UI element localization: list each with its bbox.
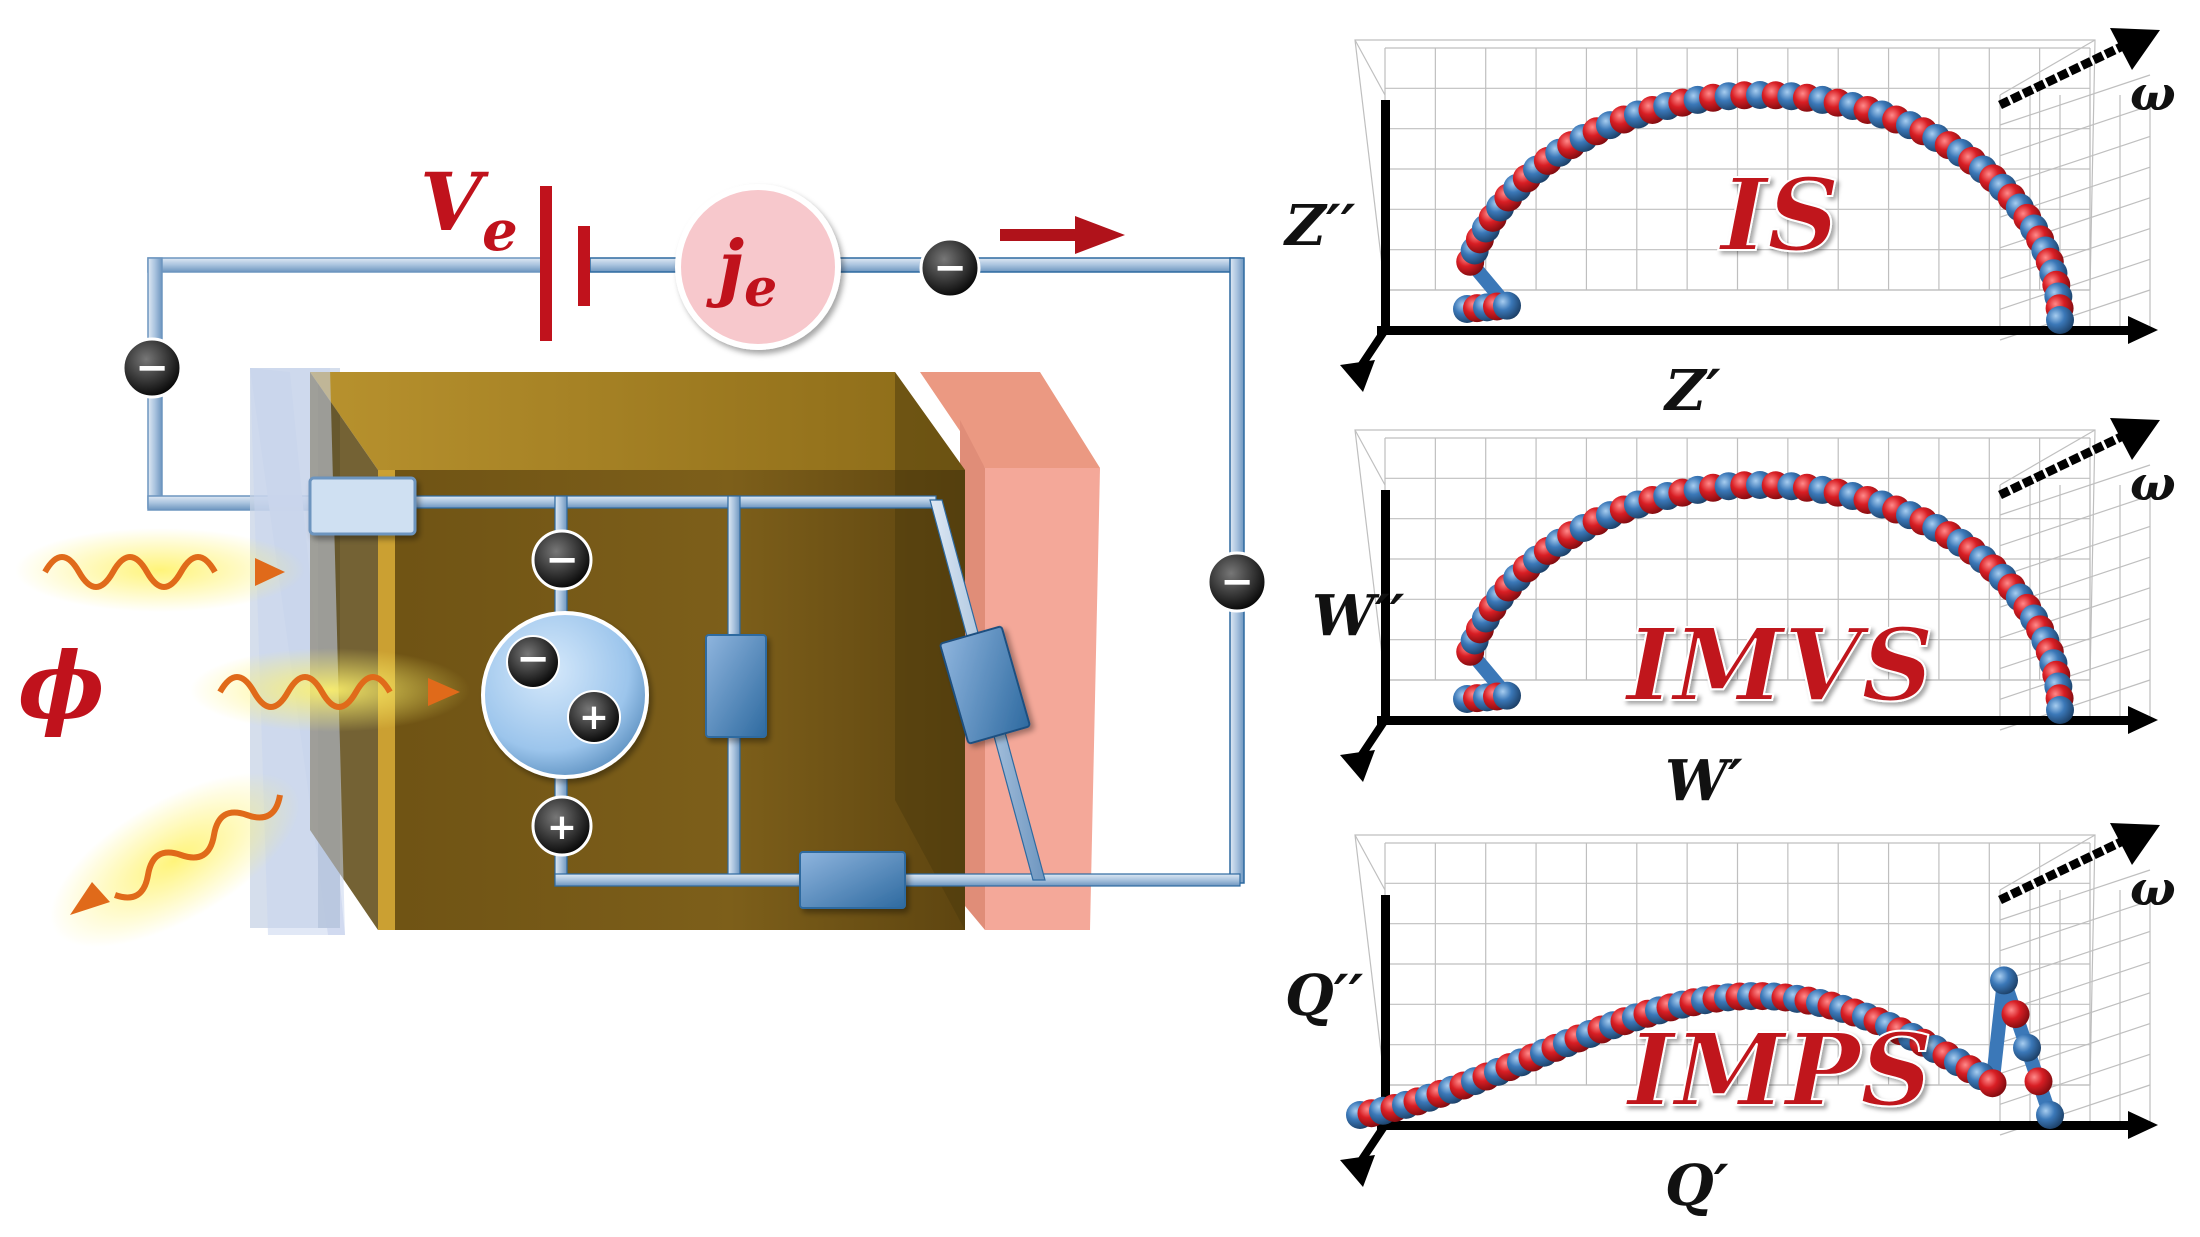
frequency-label: ω	[2130, 66, 2176, 122]
spectrum-curve	[1453, 81, 2074, 334]
spectrum-curve	[1453, 471, 2074, 724]
current-meter: je	[675, 184, 841, 350]
panel-axes	[1340, 28, 2160, 392]
panel-grid	[1354, 39, 2151, 341]
incident-light-middle	[190, 648, 470, 732]
spectrum-point	[2046, 696, 2074, 724]
svg-text:−: −	[1220, 559, 1254, 605]
hole-sign: +	[579, 697, 609, 738]
svg-text:−: −	[933, 245, 967, 291]
spectrum-point	[1493, 681, 1521, 710]
x-axis-label: Q′	[1665, 1153, 1729, 1219]
svg-text:−: −	[135, 345, 169, 391]
emitted-light	[50, 772, 300, 948]
series-element-bottom	[799, 851, 906, 909]
back-contact	[920, 372, 1100, 930]
panel-is: Z′′ Z′ ωIS	[1283, 28, 2176, 424]
frequency-label: ω	[2130, 456, 2176, 512]
svg-text:+: +	[547, 807, 577, 848]
spectrum-point	[2046, 306, 2074, 334]
panel-title: IMPS	[1625, 1011, 1933, 1129]
electron-marker-top: −	[919, 237, 981, 299]
spectrum-point	[1493, 291, 1521, 320]
electron-marker-inner: −	[531, 529, 593, 591]
shunt-element	[705, 634, 767, 738]
back-contact-element	[939, 625, 1031, 745]
electron-marker-left: −	[121, 337, 183, 399]
y-axis-label: W′′	[1312, 583, 1405, 649]
spectrum-point	[1990, 966, 2018, 995]
spectrum-curve	[1346, 966, 2064, 1129]
svg-text:−: −	[545, 537, 579, 583]
light-flux-label: ϕ	[18, 632, 105, 740]
frequency-label: ω	[2130, 861, 2176, 917]
spectrum-point	[2013, 1033, 2041, 1062]
solar-cell-device: − + − − − − + Ve	[15, 155, 1268, 948]
spectrum-point	[2036, 1101, 2064, 1129]
x-axis-label: W′	[1665, 748, 1743, 814]
series-resistor-front	[308, 476, 417, 536]
spectrum-point	[2024, 1067, 2053, 1096]
current-direction-arrow	[1000, 216, 1125, 254]
electron-marker-right: −	[1206, 551, 1268, 613]
panel-title: IS	[1718, 156, 1840, 274]
panel-axes	[1340, 418, 2160, 782]
y-axis-label: Z′′	[1283, 193, 1356, 259]
electron-sign: −	[516, 636, 550, 682]
panel-title: IMVS	[1623, 606, 1933, 724]
voltage-label: Ve	[420, 155, 518, 264]
incident-light-top	[15, 528, 305, 612]
battery-symbol	[540, 186, 590, 341]
y-axis-label: Q′′	[1285, 963, 1364, 1029]
hole-marker-inner: +	[531, 795, 593, 857]
absorber-layer	[310, 372, 965, 930]
x-axis-label: Z′	[1663, 358, 1721, 424]
panel-axes	[1340, 823, 2160, 1187]
spectrum-point	[2001, 1000, 2030, 1029]
spectrum-point	[1978, 1069, 2007, 1098]
photogeneration-center: − +	[481, 611, 649, 779]
